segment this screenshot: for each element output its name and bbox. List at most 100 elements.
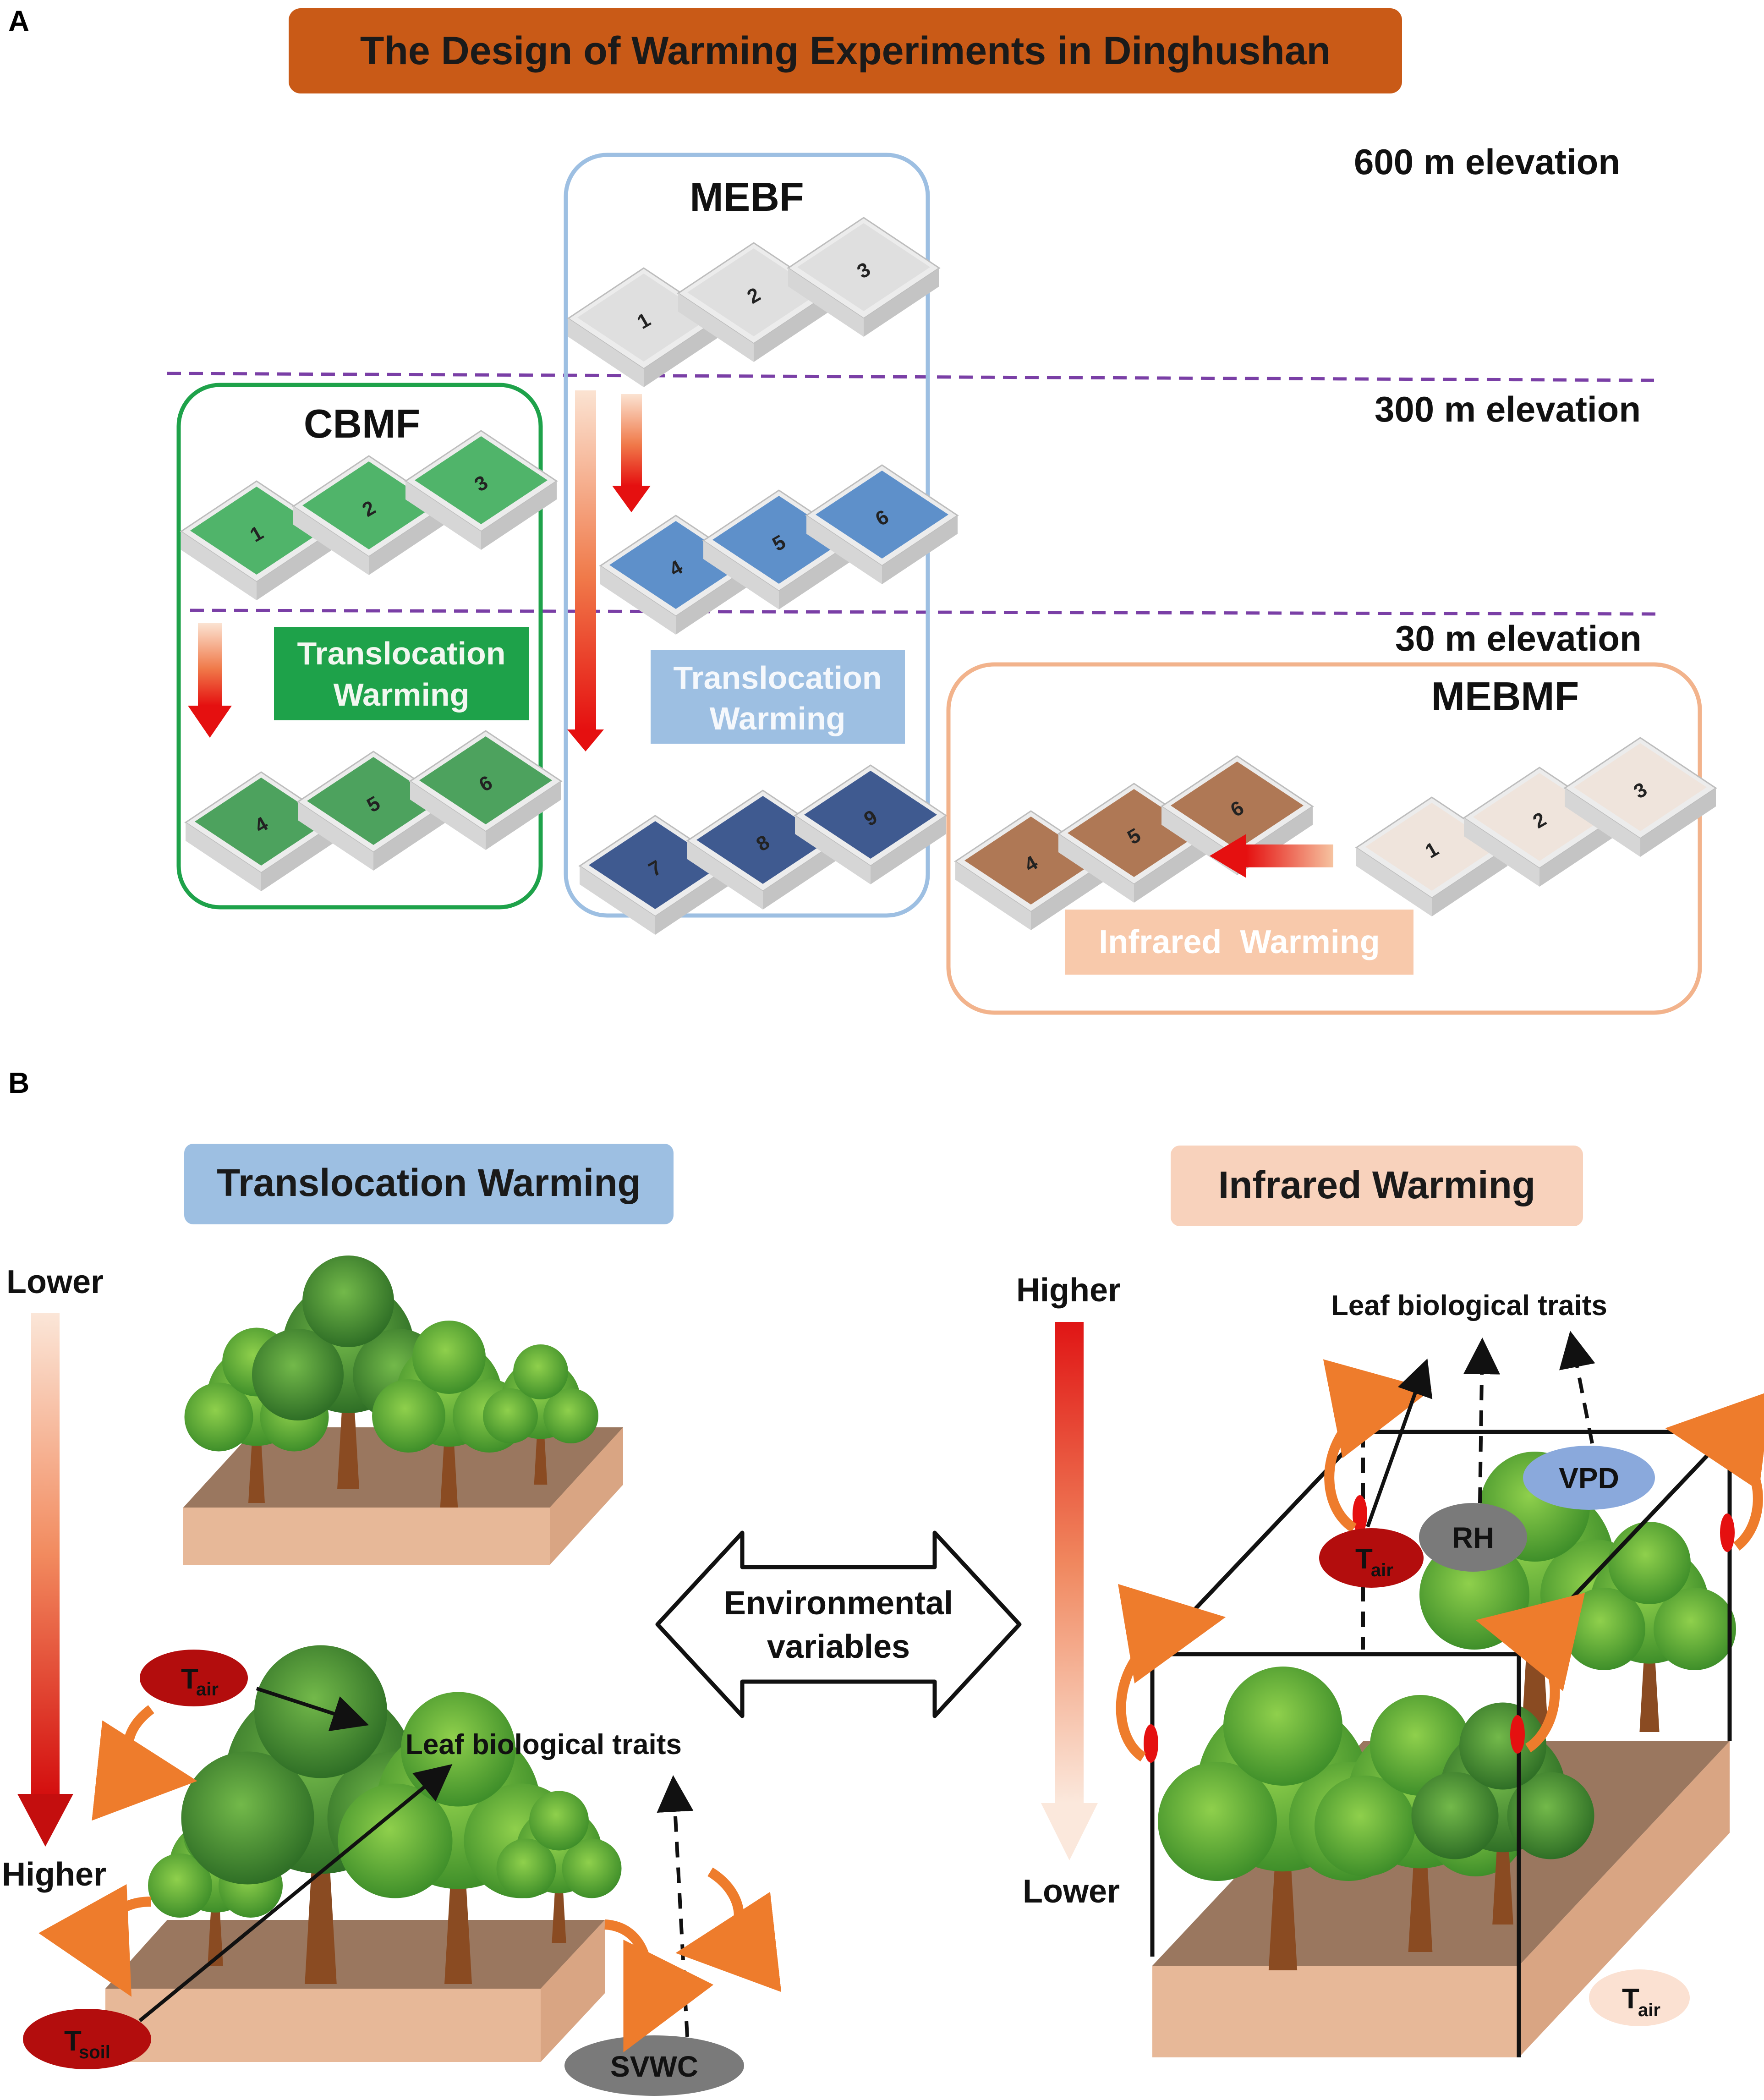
- left-cycle-arrow-3: [604, 1919, 714, 2053]
- cbmf-treatment-line2: Warming: [334, 677, 470, 713]
- title-banner: The Design of Warming Experiments in Din…: [289, 8, 1402, 93]
- cbmf-treatment-line1: Translocation: [297, 636, 505, 671]
- mebf-treatment-line2: Warming: [710, 701, 846, 736]
- right-vpd-arrow: [1559, 1331, 1595, 1444]
- left-gradient-arrow-head: [17, 1794, 73, 1847]
- infrared-header-box: [1171, 1146, 1583, 1226]
- mebmf-control-plot-3: 3: [1564, 737, 1717, 858]
- cbmf-plot-2: 2: [292, 455, 445, 576]
- environmental-variables-line1: Environmental: [724, 1585, 953, 1622]
- right-cycle-arrow-1: [1116, 1584, 1226, 1762]
- infrared-header: Infrared Warming: [1218, 1163, 1535, 1206]
- mebf-label: MEBF: [690, 174, 804, 219]
- elevation-30-label: 30 m elevation: [1395, 618, 1642, 658]
- right-tair-variable: T air: [1319, 1528, 1424, 1588]
- mebmf-treatment-label: Infrared Warming: [1099, 924, 1380, 960]
- environmental-variables-line2: variables: [767, 1628, 910, 1665]
- left-tsoil-variable: T soil: [23, 2009, 151, 2069]
- elevation-600-label: 600 m elevation: [1354, 142, 1620, 182]
- right-vpd-variable: VPD: [1523, 1446, 1655, 1510]
- right-tair-ground-sub: air: [1638, 2000, 1660, 2020]
- right-tair-ground-letter: T: [1622, 1983, 1639, 2015]
- left-tsoil-sub: soil: [79, 2042, 110, 2062]
- cbmf-treatment-box: [274, 627, 529, 720]
- mebf-plot-3: 3: [787, 217, 940, 338]
- forest-block-lower: [105, 1645, 622, 2062]
- right-gradient-arrow-head: [1041, 1803, 1098, 1860]
- mebf-short-arrow: [621, 394, 642, 486]
- right-cycle-arrow-4: [1665, 1391, 1764, 1551]
- right-tair-letter: T: [1355, 1543, 1373, 1575]
- tree-right-3: [1411, 1702, 1594, 1925]
- right-tair-arrow: [1366, 1358, 1433, 1528]
- right-rh-arrow: [1463, 1338, 1501, 1503]
- mebf-plot-1: 1: [567, 267, 720, 388]
- left-cycle-arrow-1: [92, 1705, 197, 1821]
- right-rh-label: RH: [1452, 1521, 1494, 1554]
- mebmf-label: MEBMF: [1431, 674, 1579, 719]
- mebf-treatment-line1: Translocation: [673, 660, 882, 696]
- left-gradient-top-label: Lower: [6, 1264, 104, 1300]
- right-gradient-bottom-label: Lower: [1023, 1873, 1120, 1910]
- mebmf-arrow-head: [1210, 834, 1246, 878]
- mebf-plot-6: 6: [805, 464, 959, 585]
- mebf-short-arrow-head: [612, 486, 651, 512]
- right-tair-sub: air: [1371, 1560, 1393, 1580]
- forest-block-upper: [183, 1256, 623, 1565]
- mebf-plot-9: 9: [794, 764, 947, 885]
- cbmf-plot-5: 5: [297, 751, 450, 872]
- left-svwc-variable: SVWC: [564, 2035, 744, 2096]
- translocation-header-box: [184, 1144, 674, 1224]
- heater-3: [1353, 1495, 1367, 1534]
- right-vpd-label: VPD: [1559, 1462, 1619, 1495]
- right-rh-variable: RH: [1419, 1503, 1527, 1572]
- elevation-300-label: 300 m elevation: [1375, 389, 1641, 429]
- right-gradient-arrow: [1055, 1322, 1084, 1803]
- elevation-line-30: [190, 609, 1657, 616]
- elevation-line-300: [167, 372, 1654, 382]
- left-cycle-arrow-2: [38, 1884, 152, 1997]
- mebf-plot-2: 2: [677, 242, 830, 363]
- left-gradient-arrow: [31, 1313, 60, 1794]
- left-cycle-arrow-4: [675, 1867, 782, 1992]
- left-tair-variable: T air: [140, 1650, 248, 1706]
- right-cycle-arrow-2: [1475, 1593, 1585, 1753]
- mebmf-arrow: [1246, 844, 1333, 867]
- tree-lower-4: [496, 1791, 622, 1943]
- mebmf-warmed-plot-3: 6: [1161, 755, 1314, 876]
- environmental-variables-arrow: Environmental variables: [655, 1530, 1022, 1718]
- cbmf-label: CBMF: [304, 401, 420, 446]
- left-tair-letter: T: [181, 1663, 198, 1695]
- left-leaf-traits: Leaf biological traits: [405, 1729, 682, 1760]
- cbmf-plot-6: 6: [409, 730, 562, 851]
- translocation-header: Translocation Warming: [217, 1161, 641, 1204]
- left-tsoil-arrow: [138, 1764, 453, 2023]
- cbmf-plot-1: 1: [180, 480, 333, 601]
- left-tair-sub: air: [196, 1679, 219, 1700]
- left-tair-arrow: [256, 1687, 369, 1732]
- cbmf-plot-3: 3: [405, 430, 558, 551]
- cbmf-arrow-head: [188, 706, 232, 738]
- mebf-long-arrow-head: [567, 729, 604, 751]
- heater-1: [1144, 1724, 1158, 1763]
- tree-upper-4: [483, 1344, 598, 1485]
- right-tair-ground-variable: T air: [1589, 1969, 1690, 2026]
- panel-a-letter: A: [8, 5, 29, 38]
- cbmf-group: CBMF 123 456 Translocation Warming: [176, 383, 562, 910]
- left-svwc-arrow: [657, 1775, 694, 2037]
- right-leaf-traits: Leaf biological traits: [1331, 1290, 1607, 1321]
- left-svwc-label: SVWC: [610, 2050, 698, 2083]
- left-tsoil-letter: T: [64, 2025, 82, 2057]
- mebf-long-arrow: [575, 390, 596, 729]
- figure-title: The Design of Warming Experiments in Din…: [360, 29, 1331, 73]
- mebmf-frame: [946, 662, 1702, 1015]
- mebf-treatment-box: [651, 650, 905, 744]
- cbmf-arrow: [198, 623, 222, 706]
- heater-4: [1720, 1513, 1735, 1552]
- left-gradient-bottom-label: Higher: [2, 1856, 106, 1893]
- heater-2: [1510, 1715, 1525, 1754]
- cbmf-frame: [176, 383, 543, 910]
- cbmf-plot-4: 4: [185, 771, 338, 892]
